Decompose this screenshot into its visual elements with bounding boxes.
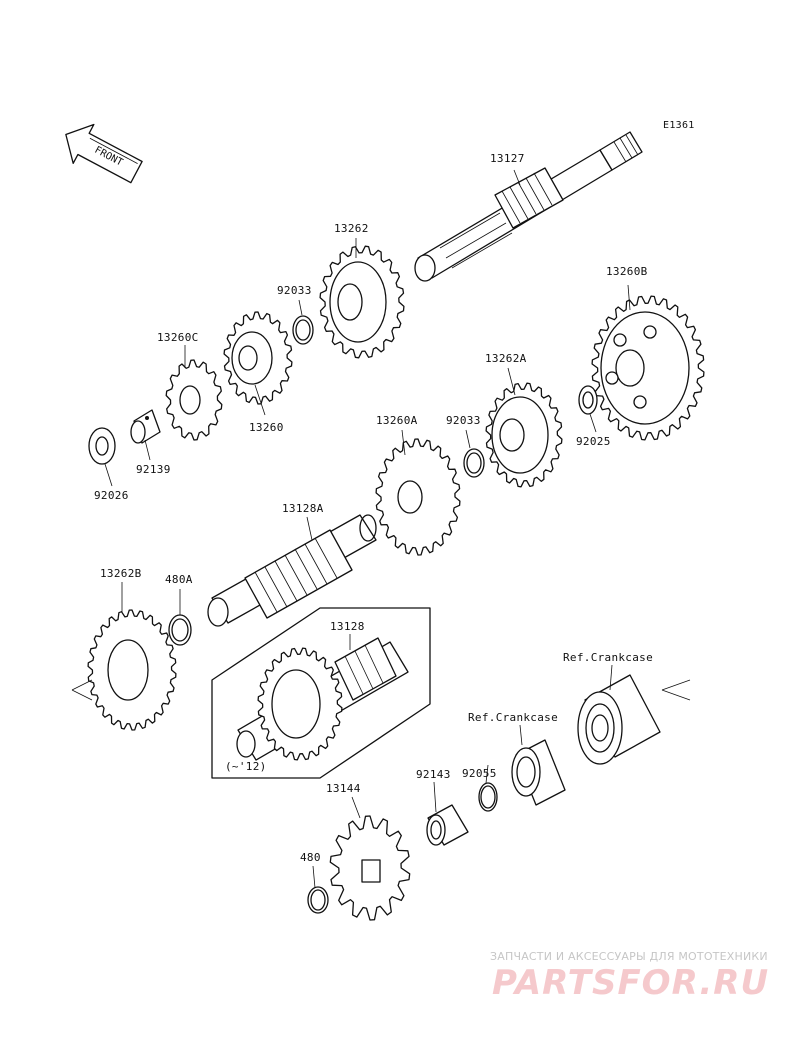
main-shaft-13127 xyxy=(414,131,643,282)
washer-92026 xyxy=(88,427,116,465)
gear-13260C xyxy=(165,359,223,441)
circlip-92033-b xyxy=(463,448,485,478)
part-label-13262A: 13262A xyxy=(485,352,527,365)
gear-13262 xyxy=(319,245,405,359)
part-label-92033-b: 92033 xyxy=(446,414,481,427)
sprocket-13144 xyxy=(329,815,411,921)
part-label-13128A: 13128A xyxy=(282,502,324,515)
part-label-13127: 13127 xyxy=(490,152,525,165)
seal-ref-crankcase xyxy=(511,739,566,806)
drive-shaft-13128 xyxy=(236,637,409,761)
circlip-92033 xyxy=(292,315,314,345)
part-label-92033: 92033 xyxy=(277,284,312,297)
part-label-480A: 480A xyxy=(165,573,193,586)
collar-92143 xyxy=(426,804,469,846)
part-label-13262: 13262 xyxy=(334,222,369,235)
part-label-13260A: 13260A xyxy=(376,414,418,427)
washer-92025 xyxy=(578,385,598,415)
gear-13260 xyxy=(223,311,293,405)
front-arrow-icon xyxy=(65,123,143,184)
part-label-480: 480 xyxy=(300,851,321,864)
diagram-code: E1361 xyxy=(663,120,695,131)
gear-13262A xyxy=(485,382,563,488)
leader-lines xyxy=(104,169,631,889)
part-label-92139: 92139 xyxy=(136,463,171,476)
part-label-92026: 92026 xyxy=(94,489,129,502)
drive-shaft-13128A xyxy=(207,514,377,627)
gear-13262B xyxy=(87,609,177,731)
part-label-92143: 92143 xyxy=(416,768,451,781)
ref-crankcase-label-2: Ref.Crankcase xyxy=(468,711,558,724)
watermark-logo: PARTSFOR.RU xyxy=(492,963,770,1003)
o-ring-92055 xyxy=(478,782,498,812)
collar-92139 xyxy=(130,409,161,444)
bearing-ref-crankcase xyxy=(577,674,661,765)
circlip-480 xyxy=(307,886,329,914)
gear-13260B xyxy=(591,295,705,441)
part-label-13260B: 13260B xyxy=(606,265,648,278)
part-label-13144: 13144 xyxy=(326,782,361,795)
gear-13260A xyxy=(375,438,461,556)
part-label-13262B: 13262B xyxy=(100,567,142,580)
part-label-13260C: 13260C xyxy=(157,331,199,344)
part-label-13260: 13260 xyxy=(249,421,284,434)
watermark-tagline: ЗАПЧАСТИ И АКСЕССУАРЫ ДЛЯ МОТОТЕХНИКИ xyxy=(490,950,768,963)
inset-frame xyxy=(211,607,431,779)
ref-crankcase-label-1: Ref.Crankcase xyxy=(563,651,653,664)
part-label-13128: 13128 xyxy=(330,620,365,633)
part-label-92055: 92055 xyxy=(462,767,497,780)
inset-note: (~'12) xyxy=(225,760,267,773)
part-label-92025: 92025 xyxy=(576,435,611,448)
